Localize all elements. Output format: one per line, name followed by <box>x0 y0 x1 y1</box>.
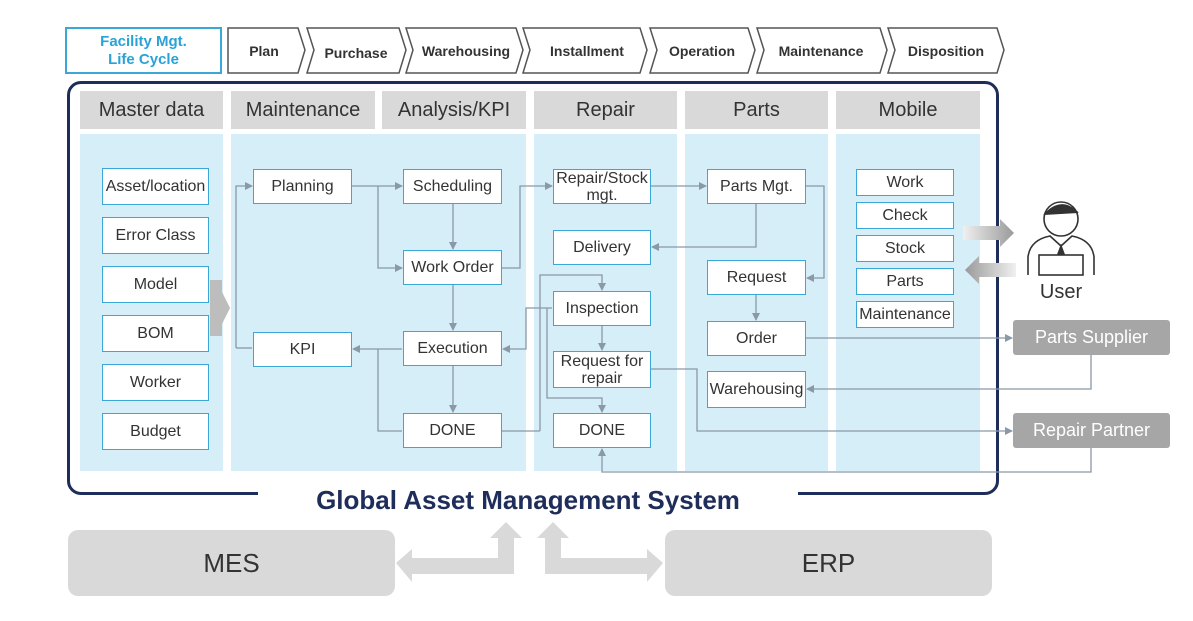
parts-order-box: Order <box>707 321 806 356</box>
master-worker: Worker <box>102 364 209 401</box>
stage-installment: Installment <box>550 42 624 59</box>
mobile-parts: Parts <box>856 268 954 295</box>
stage-warehousing: Warehousing <box>421 42 511 59</box>
col-header-master: Master data <box>80 91 223 129</box>
master-bom: BOM <box>102 315 209 352</box>
chevron-plan <box>227 27 306 74</box>
request-repair-box: Request for repair <box>553 351 651 388</box>
master-model: Model <box>102 266 209 303</box>
chevron-purchase <box>305 27 407 74</box>
work-order-box: Work Order <box>403 250 502 285</box>
system-title: Global Asset Management System <box>316 484 740 515</box>
frame-title-gap <box>258 485 798 505</box>
user-label: User <box>1039 280 1083 303</box>
parts-mgt-box: Parts Mgt. <box>707 169 806 204</box>
inspection-box: Inspection <box>553 291 651 326</box>
col-header-mobile: Mobile <box>836 91 980 129</box>
chevron-warehousing <box>404 27 524 74</box>
parts-request-box: Request <box>707 260 806 295</box>
parts-supplier: Parts Supplier <box>1013 320 1170 355</box>
col-header-repair: Repair <box>534 91 677 129</box>
stage-maintenance: Maintenance <box>778 42 864 59</box>
repair-done-box: DONE <box>553 413 651 448</box>
lifecycle-title: Facility Mgt. Life Cycle <box>65 27 222 74</box>
mobile-maintenance: Maintenance <box>856 301 954 328</box>
analysis-done-box: DONE <box>403 413 502 448</box>
mes-system: MES <box>68 530 395 596</box>
master-error-class: Error Class <box>102 217 209 254</box>
stage-disposition: Disposition <box>907 42 985 59</box>
mobile-work: Work <box>856 169 954 196</box>
kpi-box: KPI <box>253 332 352 367</box>
stage-operation: Operation <box>668 42 736 59</box>
col-header-parts: Parts <box>685 91 828 129</box>
stage-purchase: Purchase <box>324 44 388 61</box>
planning-box: Planning <box>253 169 352 204</box>
scheduling-box: Scheduling <box>403 169 502 204</box>
stage-plan: Plan <box>249 42 279 59</box>
repair-partner: Repair Partner <box>1013 413 1170 448</box>
master-budget: Budget <box>102 413 209 450</box>
parts-warehousing-box: Warehousing <box>707 371 806 408</box>
col-header-maintenance: Maintenance <box>231 91 375 129</box>
erp-system: ERP <box>665 530 992 596</box>
delivery-box: Delivery <box>553 230 651 265</box>
chevron-operation <box>648 27 756 74</box>
mobile-stock: Stock <box>856 235 954 262</box>
execution-box: Execution <box>403 331 502 366</box>
chevron-disposition <box>886 27 1005 74</box>
chevron-maintenance <box>755 27 888 74</box>
col-header-analysis: Analysis/KPI <box>382 91 526 129</box>
master-asset-location: Asset/location <box>102 168 209 205</box>
repair-stock-box: Repair/Stock mgt. <box>553 169 651 204</box>
mobile-check: Check <box>856 202 954 229</box>
chevron-installment <box>521 27 648 74</box>
